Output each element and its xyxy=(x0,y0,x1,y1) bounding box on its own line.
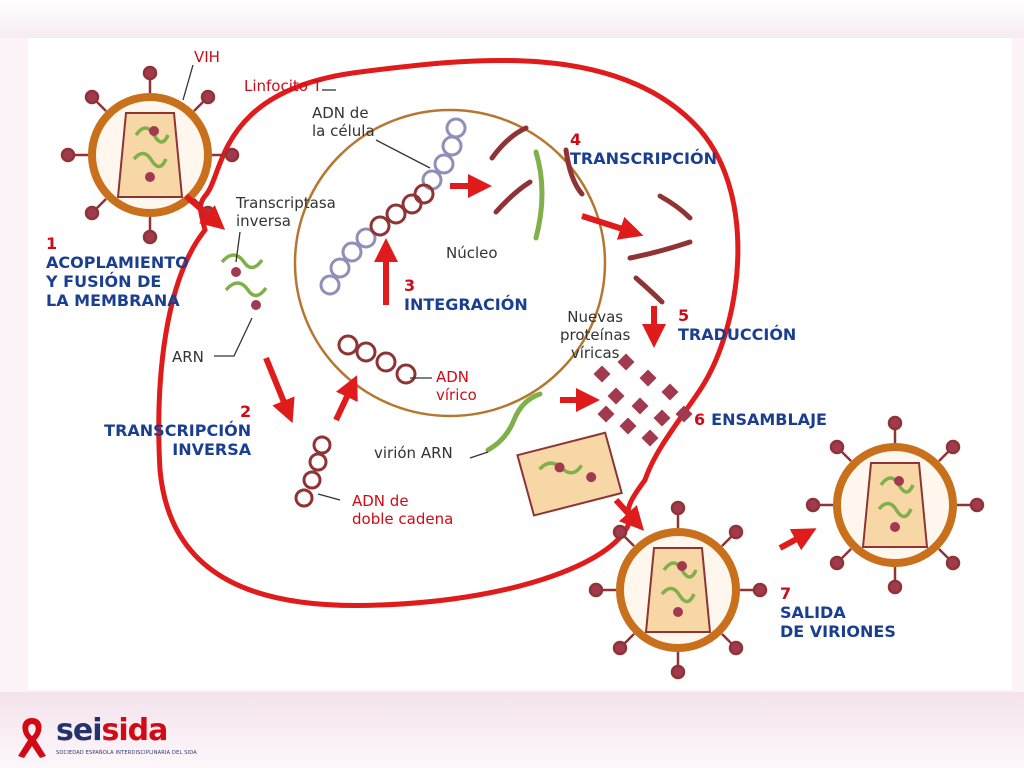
label-transcriptasa-line2: inversa xyxy=(236,212,291,230)
step-5-line1: TRADUCCIÓN xyxy=(678,325,797,344)
label-virion-arn: virión ARN xyxy=(374,444,453,462)
step-2: 2 TRANSCRIPCIÓN INVERSA xyxy=(100,402,251,459)
rna-strands xyxy=(220,253,268,310)
cell-membrane xyxy=(156,57,741,608)
step-3-number: 3 xyxy=(404,276,416,295)
virus-budding xyxy=(590,502,766,678)
label-adn-virico-line1: ADN xyxy=(436,368,470,386)
label-transcriptasa-line1: Transcriptasa xyxy=(236,194,336,212)
mrna-strands xyxy=(489,125,693,305)
assembling-capsid xyxy=(516,431,623,517)
double-strand-dna xyxy=(294,435,332,508)
step-5-number: 5 xyxy=(678,306,690,325)
seisida-logo: seisida SOCIEDAD ESPAÑOLA INTERDISCIPLIN… xyxy=(12,713,197,762)
ribbon-icon xyxy=(18,718,46,758)
step-1: 1 ACOPLAMIENTO Y FUSIÓN DE LA MEMBRANA xyxy=(46,234,189,310)
step-7-line2: DE VIRIONES xyxy=(780,622,896,641)
label-arn: ARN xyxy=(172,348,204,366)
logo-subtitle: SOCIEDAD ESPAÑOLA INTERDISCIPLINARIA DEL… xyxy=(56,750,197,756)
background-bottom xyxy=(0,692,1024,768)
step-4: 4 TRANSCRIPCIÓN xyxy=(570,130,717,168)
label-vih: VIH xyxy=(194,48,220,66)
virus-released xyxy=(807,417,983,593)
label-nucleo: Núcleo xyxy=(446,244,498,262)
nucleus xyxy=(293,108,607,418)
host-dna-chain xyxy=(319,117,467,296)
label-adn-doble-line2: doble cadena xyxy=(352,510,454,528)
step-4-number: 4 xyxy=(570,130,582,149)
step-5: 5 TRADUCCIÓN xyxy=(678,306,796,344)
label-adn-doble-line1: ADN de xyxy=(352,492,409,510)
step-1-number: 1 xyxy=(46,234,58,253)
viral-proteins xyxy=(593,353,693,447)
step-7-number: 7 xyxy=(780,584,792,603)
label-adn-celula-line2: la célula xyxy=(312,122,375,140)
label-transcriptasa: Transcriptasa inversa xyxy=(236,194,336,230)
label-adn-doble: ADN de doble cadena xyxy=(352,492,453,528)
label-adn-celula-line1: ADN de xyxy=(312,104,369,122)
step-2-line2: INVERSA xyxy=(172,440,252,459)
step-2-line1: TRANSCRIPCIÓN xyxy=(104,421,252,440)
logo-part2: sida xyxy=(101,713,169,748)
label-nuevas-proteinas: Nuevas proteínas víricas xyxy=(560,308,630,362)
step-7: 7 SALIDA DE VIRIONES xyxy=(780,584,896,641)
label-nuevas-line3: víricas xyxy=(570,344,620,362)
step-3-line1: INTEGRACIÓN xyxy=(404,295,528,314)
step-6-number: 6 xyxy=(694,410,706,429)
background-top xyxy=(0,0,1024,38)
step-4-line1: TRANSCRIPCIÓN xyxy=(570,149,717,168)
label-linfocito: Linfocito T xyxy=(244,77,322,95)
virion-rna xyxy=(485,391,543,453)
label-nuevas-line2: proteínas xyxy=(560,326,631,344)
label-adn-virico-line2: vírico xyxy=(436,386,477,404)
label-adn-virico: ADN vírico xyxy=(436,368,477,404)
process-arrows xyxy=(184,174,817,551)
logo-wordmark: seisida xyxy=(56,713,169,748)
step-1-line2: Y FUSIÓN DE xyxy=(46,272,162,291)
logo-part1: sei xyxy=(56,713,102,748)
step-1-line3: LA MEMBRANA xyxy=(46,291,180,310)
step-7-line1: SALIDA xyxy=(780,603,846,622)
label-nuevas-line1: Nuevas xyxy=(567,308,624,326)
step-2-number: 2 xyxy=(240,402,252,421)
step-3: 3 INTEGRACIÓN xyxy=(404,276,528,314)
step-6-line1: ENSAMBLAJE xyxy=(711,410,827,429)
step-1-line1: ACOPLAMIENTO xyxy=(46,253,189,272)
label-adn-celula: ADN de la célula xyxy=(312,104,375,140)
leader-lines xyxy=(182,64,489,501)
step-6: 6 ENSAMBLAJE xyxy=(694,410,827,429)
viral-dna xyxy=(337,334,417,385)
